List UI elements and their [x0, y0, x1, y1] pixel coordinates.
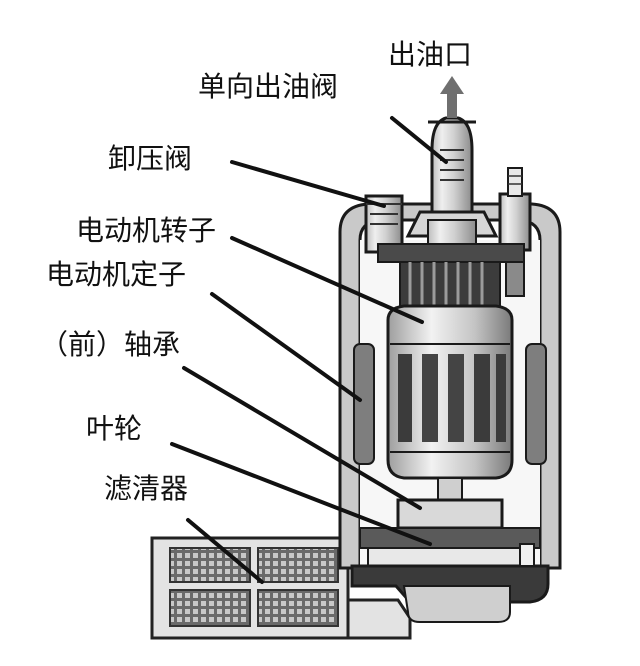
stator-magnets: [353, 343, 547, 465]
leader-check-valve: [390, 116, 448, 164]
leader-impeller: [170, 442, 432, 546]
labels: 出油口 单向出油阀 卸压阀 电动机转子 电动机定子 （前）轴承 叶轮 滤清器: [40, 38, 472, 505]
filter-block: [150, 536, 412, 640]
label-check-valve: 单向出油阀: [198, 70, 338, 103]
leader-filter: [186, 518, 264, 584]
label-rotor: 电动机转子: [76, 214, 216, 247]
label-filter: 滤清器: [104, 472, 188, 505]
leader-rotor: [230, 236, 424, 324]
outlet-flow-arrow: [440, 76, 464, 118]
leader-relief-valve: [230, 160, 386, 208]
rotor-armature: [386, 304, 514, 480]
label-impeller: 叶轮: [86, 412, 142, 445]
commutator: [377, 243, 525, 313]
label-relief-valve: 卸压阀: [108, 142, 192, 175]
label-front-bearing: （前）轴承: [40, 328, 180, 361]
label-stator: 电动机定子: [46, 258, 186, 291]
leader-stator: [210, 292, 362, 402]
label-outlet: 出油口: [388, 38, 472, 71]
leader-bearing: [182, 366, 422, 510]
leader-lines: [170, 116, 448, 584]
